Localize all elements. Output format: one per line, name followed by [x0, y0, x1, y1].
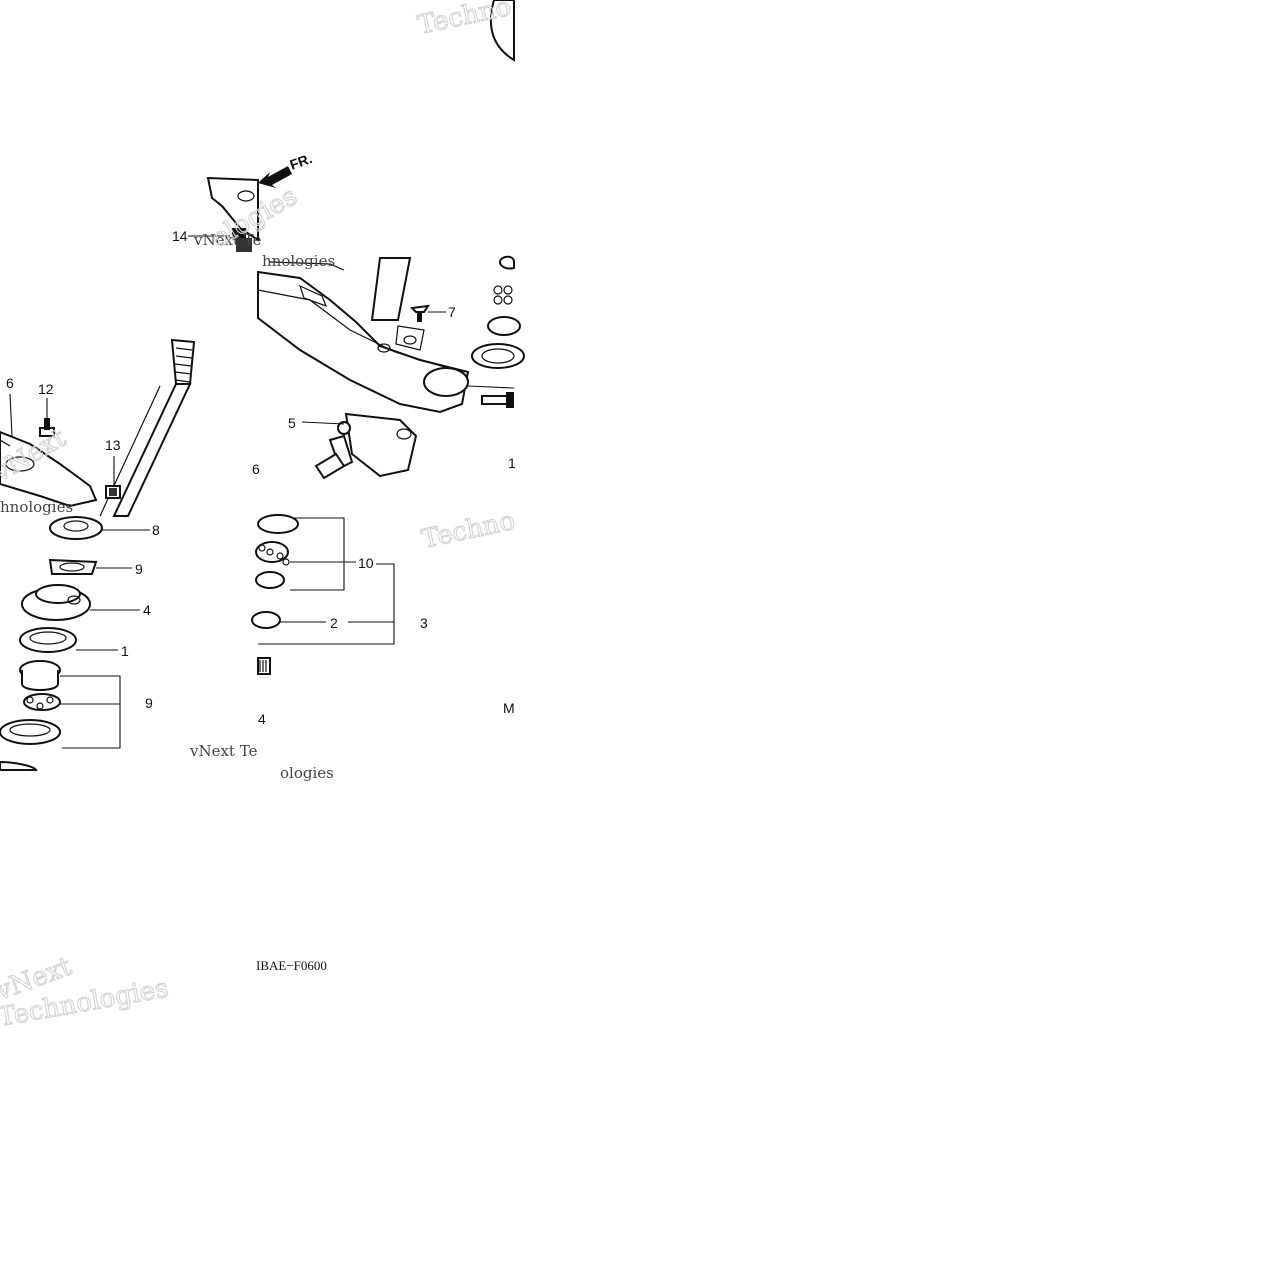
adjust-nut-4: [21, 584, 91, 621]
watermark: hnologies: [262, 252, 335, 270]
lock-washer-9: [48, 558, 98, 575]
callout-6: 6: [6, 375, 14, 391]
callout-5: 5: [288, 415, 296, 431]
left-cut-number: 6: [252, 461, 260, 477]
callout-13: 13: [105, 437, 121, 453]
watermark: Techno: [419, 506, 518, 555]
watermark: vNext Te: [189, 742, 258, 760]
steering-stem-assembly: 12 6 13 hnologies vNext: [0, 338, 196, 517]
callout-4a: 4: [143, 602, 151, 618]
callout-4b: 4: [258, 711, 266, 727]
front-arrow-icon: [258, 166, 292, 188]
lock-nut-8: [49, 516, 103, 540]
top-fragment: Techno: [415, 0, 515, 62]
nut-13: [105, 485, 121, 499]
bolt-14: [232, 228, 252, 252]
figure-code: IBAE−F0600: [256, 958, 327, 973]
callout-10: 9: [145, 695, 153, 711]
callout-7: 7: [448, 304, 456, 320]
front-marker: FR.: [288, 150, 315, 173]
callout-9: 9: [135, 561, 143, 577]
callout-8: 8: [152, 522, 160, 538]
bearing-fragment: [493, 285, 513, 305]
bearing-set-11: [255, 514, 299, 589]
spline-part-4: [257, 657, 271, 675]
callout-1: 1: [121, 643, 129, 659]
watermark: ologies: [280, 764, 334, 782]
right-cut-number: 1: [508, 455, 516, 471]
right-cut-letter: M: [503, 700, 515, 716]
bolt-12: [39, 418, 55, 437]
race-2: [251, 611, 281, 629]
watermark: vNext Te: [193, 231, 262, 249]
watermark: hnologies: [0, 498, 73, 516]
callout-11: 10: [358, 555, 374, 571]
callout-2: 2: [330, 615, 338, 631]
top-bridge-assembly: 7 1 hnologies: [257, 252, 525, 471]
pinch-bolt: [481, 392, 514, 408]
bearing-set-10: [0, 660, 61, 745]
dust-seal-1: [19, 627, 77, 653]
ignition-switch-5: [314, 412, 418, 480]
callout-14: 14: [172, 228, 188, 244]
callout-12: 12: [38, 381, 54, 397]
callout-3: 3: [420, 615, 428, 631]
screw-7: [409, 304, 431, 322]
top-bridge-fragment: FR. 14 vNext Te ologies: [172, 150, 315, 255]
